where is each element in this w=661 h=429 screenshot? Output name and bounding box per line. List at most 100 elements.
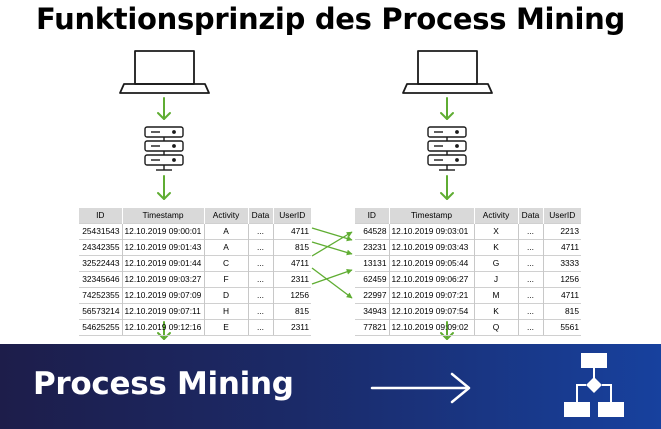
cell-userid: 4711 — [542, 287, 581, 304]
table-row: 62459 12.10.2019 09:06:27 J ... 1256 — [355, 271, 581, 288]
cell-data: ... — [247, 271, 273, 288]
cell-timestamp: 12.10.2019 09:07:54 — [388, 303, 474, 320]
column-header-timestamp: Timestamp — [121, 208, 204, 224]
cell-activity: C — [203, 255, 248, 272]
cell-userid: 2213 — [542, 223, 581, 240]
cell-userid: 3333 — [542, 255, 581, 272]
cell-userid: 4711 — [272, 223, 311, 240]
cell-id: 25431543 — [79, 223, 122, 240]
cell-data: ... — [517, 223, 543, 240]
cell-timestamp: 12.10.2019 09:12:16 — [121, 319, 204, 336]
cell-id: 13131 — [355, 255, 389, 272]
cell-userid: 815 — [542, 303, 581, 320]
cell-id: 56573214 — [79, 303, 122, 320]
cell-data: ... — [517, 271, 543, 288]
diagram-graphics — [119, 50, 493, 340]
laptop-icon — [402, 50, 493, 94]
cell-id: 23231 — [355, 239, 389, 256]
cell-userid: 1256 — [272, 287, 311, 304]
cell-data: ... — [517, 255, 543, 272]
match-connector — [311, 268, 353, 285]
cell-userid: 4711 — [542, 239, 581, 256]
match-connector — [311, 267, 353, 299]
cell-data: ... — [247, 255, 273, 272]
cell-activity: E — [203, 319, 248, 336]
cell-activity: G — [473, 255, 518, 272]
laptop-icon — [119, 50, 210, 94]
column-header-userid: UserID — [542, 208, 581, 224]
table-row: 54625255 12.10.2019 09:12:16 E ... 2311 — [79, 319, 311, 336]
cell-userid: 1256 — [542, 271, 581, 288]
cell-timestamp: 12.10.2019 09:07:09 — [121, 287, 204, 304]
cell-userid: 4711 — [272, 255, 311, 272]
table-row: 23231 12.10.2019 09:03:43 K ... 4711 — [355, 239, 581, 256]
process-mining-banner: Process Mining — [0, 344, 661, 429]
cell-activity: X — [473, 223, 518, 240]
flow-arrow-down — [157, 175, 171, 200]
match-connector — [311, 241, 353, 256]
flow-arrow-down — [157, 97, 171, 120]
cell-data: ... — [247, 319, 273, 336]
arrow-right-icon — [370, 372, 471, 404]
cell-activity: A — [203, 223, 248, 240]
column-header-data: Data — [247, 208, 273, 224]
server-stack-icon — [427, 126, 467, 171]
column-header-data: Data — [517, 208, 543, 224]
cell-userid: 5561 — [542, 319, 581, 336]
cell-data: ... — [247, 239, 273, 256]
cell-id: 24342355 — [79, 239, 122, 256]
column-header-timestamp: Timestamp — [388, 208, 474, 224]
cell-id: 77821 — [355, 319, 389, 336]
table-row: 32345646 12.10.2019 09:03:27 F ... 2311 — [79, 271, 311, 288]
left-event-log-table: ID Timestamp Activity Data UserID 254315… — [79, 208, 311, 336]
cell-data: ... — [247, 223, 273, 240]
cell-userid: 815 — [272, 303, 311, 320]
column-header-id: ID — [79, 208, 122, 224]
right-event-log-table: ID Timestamp Activity Data UserID 64528 … — [355, 208, 581, 336]
flow-arrow-down — [440, 175, 454, 200]
cell-timestamp: 12.10.2019 09:01:44 — [121, 255, 204, 272]
cell-activity: F — [203, 271, 248, 288]
table-row: 24342355 12.10.2019 09:01:43 A ... 815 — [79, 239, 311, 256]
column-header-id: ID — [355, 208, 389, 224]
cell-userid: 2311 — [272, 319, 311, 336]
table-row: 25431543 12.10.2019 09:00:01 A ... 4711 — [79, 223, 311, 240]
flow-arrow-down — [440, 97, 454, 120]
cell-activity: D — [203, 287, 248, 304]
cell-activity: M — [473, 287, 518, 304]
cell-data: ... — [517, 319, 543, 336]
cell-id: 32345646 — [79, 271, 122, 288]
cell-timestamp: 12.10.2019 09:03:27 — [121, 271, 204, 288]
table-row: 56573214 12.10.2019 09:07:11 H ... 815 — [79, 303, 311, 320]
cell-data: ... — [517, 303, 543, 320]
table-row: 32522443 12.10.2019 09:01:44 C ... 4711 — [79, 255, 311, 272]
cell-timestamp: 12.10.2019 09:01:43 — [121, 239, 204, 256]
banner-label: Process Mining — [33, 366, 294, 402]
cell-timestamp: 12.10.2019 09:03:01 — [388, 223, 474, 240]
cell-id: 62459 — [355, 271, 389, 288]
cell-activity: K — [473, 239, 518, 256]
cell-activity: A — [203, 239, 248, 256]
cell-id: 64528 — [355, 223, 389, 240]
cell-timestamp: 12.10.2019 09:03:43 — [388, 239, 474, 256]
cell-id: 34943 — [355, 303, 389, 320]
cell-userid: 2311 — [272, 271, 311, 288]
cell-data: ... — [247, 303, 273, 320]
cell-id: 54625255 — [79, 319, 122, 336]
cell-id: 22997 — [355, 287, 389, 304]
cell-activity: Q — [473, 319, 518, 336]
cell-timestamp: 12.10.2019 09:07:21 — [388, 287, 474, 304]
server-stack-icon — [144, 126, 184, 171]
page-title: Funktionsprinzip des Process Mining — [36, 2, 625, 36]
cell-timestamp: 12.10.2019 09:05:44 — [388, 255, 474, 272]
table-row: 13131 12.10.2019 09:05:44 G ... 3333 — [355, 255, 581, 272]
cell-timestamp: 12.10.2019 09:07:11 — [121, 303, 204, 320]
table-row: 22997 12.10.2019 09:07:21 M ... 4711 — [355, 287, 581, 304]
cell-data: ... — [247, 287, 273, 304]
column-header-activity: Activity — [473, 208, 518, 224]
table-row: 77821 12.10.2019 09:09:02 Q ... 5561 — [355, 319, 581, 336]
match-connector — [311, 231, 353, 257]
cell-id: 32522443 — [79, 255, 122, 272]
cell-timestamp: 12.10.2019 09:06:27 — [388, 271, 474, 288]
cell-activity: J — [473, 271, 518, 288]
